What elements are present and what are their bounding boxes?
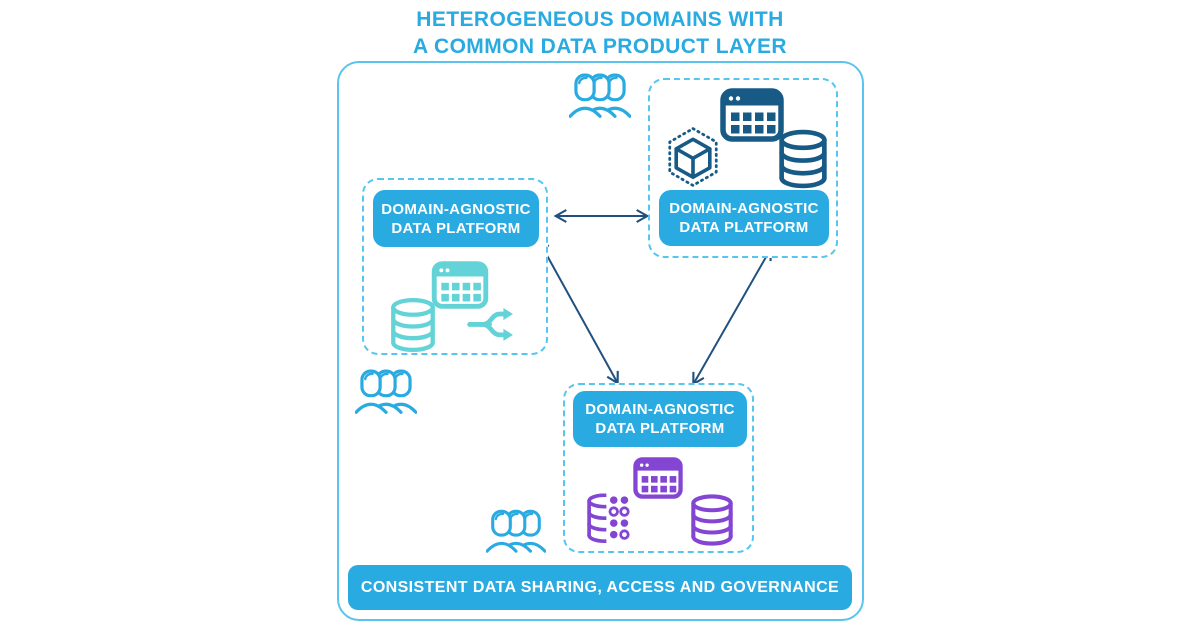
platform-label-line2: DATA PLATFORM [595,420,725,437]
platform-label-line1: DOMAIN-AGNOSTIC [381,200,531,218]
page-title-line2: A COMMON DATA PRODUCT LAYER [412,35,787,58]
platform-label-line2: DATA PLATFORM [679,219,809,236]
page-title: HETEROGENEOUS DOMAINS WITH A COMMON DATA… [0,6,1200,60]
data-records-icon [585,493,631,545]
table-icon [430,261,490,309]
database-icon [389,297,437,353]
domain-box-bottom: DOMAIN-AGNOSTIC DATA PLATFORM [563,383,754,553]
page-title-line1: HETEROGENEOUS DOMAINS WITH [416,8,784,31]
table-icon [718,88,786,142]
governance-banner-text: CONSISTENT DATA SHARING, ACCESS AND GOVE… [360,578,840,596]
database-icon [688,494,736,546]
people-group-icon [355,369,417,416]
cube-icon [665,126,721,188]
people-group-icon [569,73,631,120]
domain-box-left: DOMAIN-AGNOSTIC DATA PLATFORM [362,178,548,355]
split-arrows-icon [467,303,519,345]
platform-label: DOMAIN-AGNOSTIC DATA PLATFORM [659,190,829,246]
table-icon [632,457,684,499]
database-icon [777,129,829,189]
platform-label-line1: DOMAIN-AGNOSTIC [669,200,819,217]
governance-banner: CONSISTENT DATA SHARING, ACCESS AND GOVE… [348,565,852,610]
domain-box-top-right: DOMAIN-AGNOSTIC DATA PLATFORM [648,78,838,258]
platform-label-line2: DATA PLATFORM [391,219,521,237]
platform-label: DOMAIN-AGNOSTIC DATA PLATFORM [373,190,539,247]
people-group-icon [486,509,546,555]
platform-label-line1: DOMAIN-AGNOSTIC [585,401,735,418]
platform-label: DOMAIN-AGNOSTIC DATA PLATFORM [573,391,747,447]
